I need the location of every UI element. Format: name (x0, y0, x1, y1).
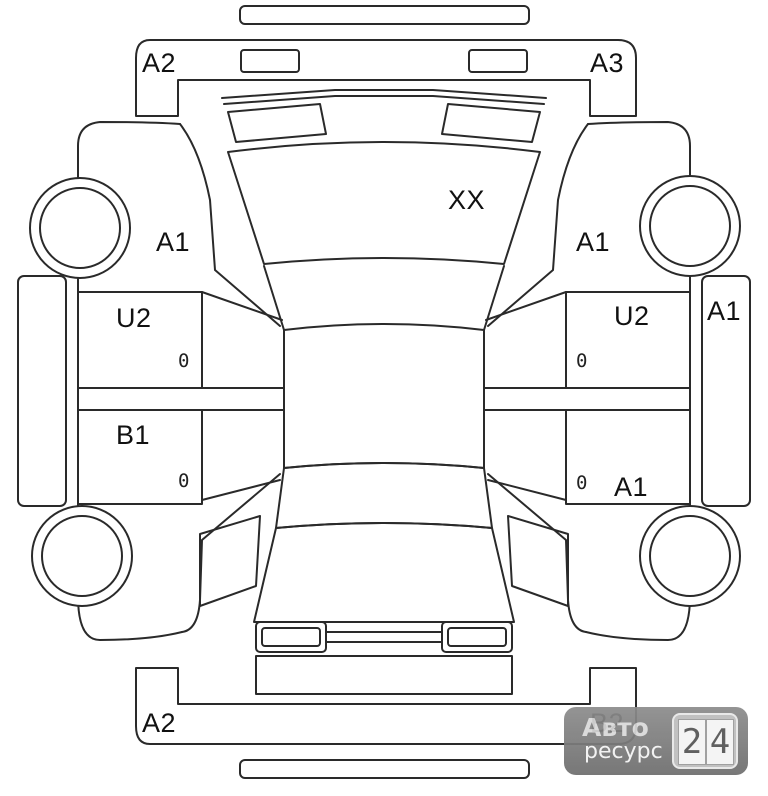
rear-plate-area (255, 655, 513, 695)
marker-right-rear-door: 0 (576, 472, 588, 494)
roof-front-edge (263, 265, 505, 331)
left-pillar-lower (201, 479, 281, 501)
marker-left-rear-door: 0 (178, 470, 190, 492)
marker-right-front-door: 0 (576, 350, 588, 372)
front-edge-bar (239, 5, 530, 25)
code-left-rear-door: B1 (116, 420, 151, 450)
code-right-rocker-panel: A1 (707, 296, 742, 326)
headlight-left (227, 103, 327, 143)
left-front-wheel (29, 177, 131, 279)
hood-grille (221, 89, 547, 99)
left-fender-line (179, 123, 281, 327)
code-left-front-fender: A1 (156, 227, 191, 257)
code-front-bumper-left: A2 (142, 48, 177, 78)
left-rear-wheel-inner (41, 515, 123, 597)
right-body-outline (587, 121, 691, 189)
watermark-digit-2: 4 (706, 719, 734, 765)
watermark-word-1: Авто (582, 713, 649, 742)
left-door-separator (77, 387, 285, 411)
code-front-bumper-right: A3 (590, 48, 625, 78)
left-rear-quarter (199, 515, 261, 607)
left-body-lower (77, 267, 183, 641)
rear-window (275, 462, 493, 529)
hood-grille-inner (223, 95, 545, 105)
windshield (227, 141, 541, 265)
watermark-word-2: ресурс (584, 739, 663, 764)
roof (283, 323, 485, 469)
front-bumper (135, 39, 637, 117)
right-fender-line (487, 123, 589, 327)
left-pillar-upper (201, 291, 283, 321)
front-fog-light-right (468, 49, 528, 73)
code-windshield: XX (448, 185, 486, 215)
rear-bumper (135, 667, 637, 745)
code-rear-bumper-left: A2 (142, 708, 177, 738)
right-rear-fender-line (487, 473, 587, 633)
left-rear-fender-line (181, 473, 281, 633)
front-fog-light-left (240, 49, 300, 73)
right-door-separator (483, 387, 691, 411)
marker-left-front-door: 0 (178, 350, 190, 372)
left-body-outline (77, 121, 181, 189)
left-rear-wheel (31, 505, 133, 607)
left-front-wheel-inner (39, 187, 121, 269)
right-rear-quarter (507, 515, 569, 607)
rear-edge-bar (239, 759, 530, 779)
tail-light-right-inner (447, 627, 507, 647)
right-rocker-panel (701, 275, 751, 507)
watermark-logo: Авто ресурс 2 4 (564, 707, 748, 775)
right-pillar-lower (487, 479, 567, 501)
rear-panel-lines (325, 631, 443, 643)
left-rocker-panel (17, 275, 67, 507)
right-pillar-upper (485, 291, 567, 321)
headlight-right (441, 103, 541, 143)
right-front-wheel (639, 175, 741, 277)
trunk-lid (253, 522, 515, 623)
right-rear-wheel-inner (649, 515, 731, 597)
code-right-front-fender: A1 (576, 227, 611, 257)
code-right-front-door: U2 (614, 301, 650, 331)
watermark-digit-1: 2 (678, 719, 706, 765)
tail-light-left (255, 621, 327, 653)
code-right-rear-door: A1 (614, 472, 649, 502)
code-left-front-door: U2 (116, 303, 152, 333)
tail-light-right (441, 621, 513, 653)
tail-light-left-inner (261, 627, 321, 647)
right-front-wheel-inner (649, 185, 731, 267)
right-rear-wheel (639, 505, 741, 607)
right-body-lower (585, 267, 691, 641)
watermark-digit-box: 2 4 (672, 713, 738, 769)
